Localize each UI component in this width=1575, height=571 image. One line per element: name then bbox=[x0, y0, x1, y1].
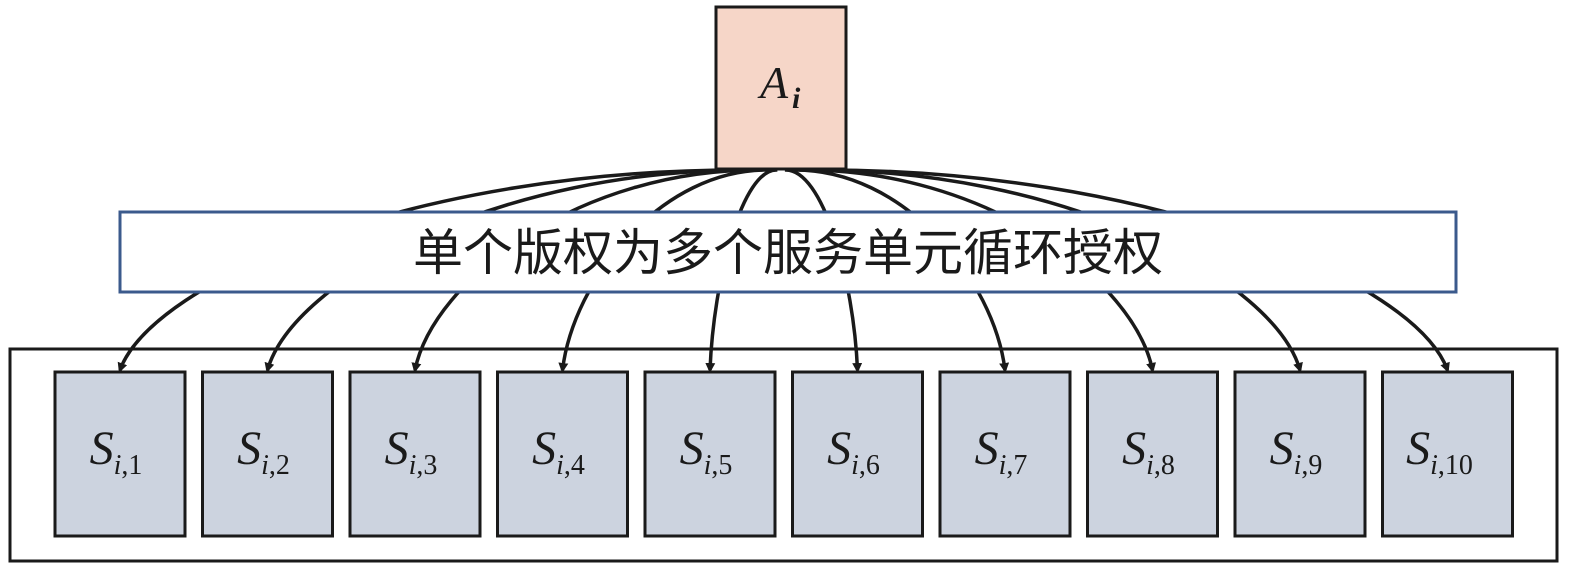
service-unit-label-sub-index: ,8 bbox=[1154, 450, 1175, 481]
service-unit-label-sub-index: ,1 bbox=[121, 450, 142, 481]
service-unit-box bbox=[348, 370, 482, 538]
service-unit-label: Si,1 bbox=[90, 422, 143, 481]
service-unit-box bbox=[1233, 370, 1367, 538]
service-unit-label-sub-italic: i bbox=[261, 450, 269, 481]
service-unit-10: Si,10 bbox=[1381, 370, 1514, 538]
service-unit-label-main: S bbox=[827, 422, 851, 475]
banner-box bbox=[118, 210, 1458, 294]
service-unit-box bbox=[53, 370, 187, 538]
banner-text: 单个版权为多个服务单元循环授权 bbox=[413, 224, 1163, 282]
source-node-label-main: A bbox=[757, 57, 789, 108]
service-unit-label-main: S bbox=[90, 422, 114, 475]
service-unit-label-sub-index: ,7 bbox=[1006, 450, 1027, 481]
service-unit-label: Si,8 bbox=[1122, 422, 1175, 481]
service-unit-label-main: S bbox=[975, 422, 999, 475]
service-unit-label-sub-index: ,6 bbox=[859, 450, 880, 481]
service-unit-label-sub-italic: i bbox=[114, 450, 122, 481]
service-unit-label-sub-italic: i bbox=[851, 450, 859, 481]
service-unit-label-main: S bbox=[385, 422, 409, 475]
service-unit-label-main: S bbox=[237, 422, 261, 475]
service-unit-label-sub-index: ,2 bbox=[269, 450, 290, 481]
service-unit-label-sub-italic: i bbox=[409, 450, 417, 481]
service-unit-label-sub-index: ,4 bbox=[564, 450, 585, 481]
service-unit-label: Si,4 bbox=[532, 422, 585, 481]
service-unit-4: Si,4 bbox=[496, 370, 629, 538]
service-unit-label: Si,5 bbox=[680, 422, 733, 481]
service-unit-label-main: S bbox=[1122, 422, 1146, 475]
service-unit-8: Si,8 bbox=[1086, 370, 1219, 538]
service-unit-label-sub-italic: i bbox=[556, 450, 564, 481]
service-unit-label-main: S bbox=[1270, 422, 1294, 475]
service-unit-label-sub-italic: i bbox=[1294, 450, 1302, 481]
service-unit-label-sub-index: ,10 bbox=[1438, 450, 1473, 481]
service-unit-label-sub-italic: i bbox=[1430, 450, 1438, 481]
service-unit-box bbox=[496, 370, 629, 538]
service-unit-label-sub-index: ,5 bbox=[711, 450, 732, 481]
service-unit-box bbox=[643, 370, 777, 538]
licensing-banner: 单个版权为多个服务单元循环授权 bbox=[118, 210, 1458, 294]
service-unit-5: Si,5 bbox=[643, 370, 777, 538]
service-unit-label: Si,2 bbox=[237, 422, 290, 481]
service-unit-label-main: S bbox=[532, 422, 556, 475]
service-unit-label: Si,9 bbox=[1270, 422, 1323, 481]
service-unit-label: Si,3 bbox=[385, 422, 438, 481]
service-unit-label-sub-italic: i bbox=[999, 450, 1007, 481]
service-unit-label: Si,6 bbox=[827, 422, 880, 481]
service-unit-1: Si,1 bbox=[53, 370, 187, 538]
service-unit-label: Si,10 bbox=[1406, 422, 1473, 481]
service-unit-label-main: S bbox=[680, 422, 704, 475]
service-unit-2: Si,2 bbox=[201, 370, 334, 538]
service-unit-box bbox=[791, 370, 924, 538]
service-unit-label-sub-index: ,9 bbox=[1301, 450, 1322, 481]
service-unit-3: Si,3 bbox=[348, 370, 482, 538]
service-unit-label-sub-italic: i bbox=[1146, 450, 1154, 481]
service-unit-6: Si,6 bbox=[791, 370, 924, 538]
service-unit-label: Si,7 bbox=[975, 422, 1028, 481]
service-unit-label-main: S bbox=[1406, 422, 1430, 475]
service-unit-box bbox=[1381, 370, 1514, 538]
service-unit-7: Si,7 bbox=[938, 370, 1072, 538]
source-node-box bbox=[714, 5, 848, 171]
service-unit-box bbox=[1086, 370, 1219, 538]
service-unit-9: Si,9 bbox=[1233, 370, 1367, 538]
source-node-label-sub: i bbox=[792, 82, 801, 115]
service-unit-box bbox=[201, 370, 334, 538]
service-units-container bbox=[8, 347, 1559, 563]
service-unit-box bbox=[938, 370, 1072, 538]
service-unit-label-sub-index: ,3 bbox=[416, 450, 437, 481]
source-node-a-i: A i bbox=[714, 5, 848, 171]
service-unit-label-sub-italic: i bbox=[704, 450, 712, 481]
